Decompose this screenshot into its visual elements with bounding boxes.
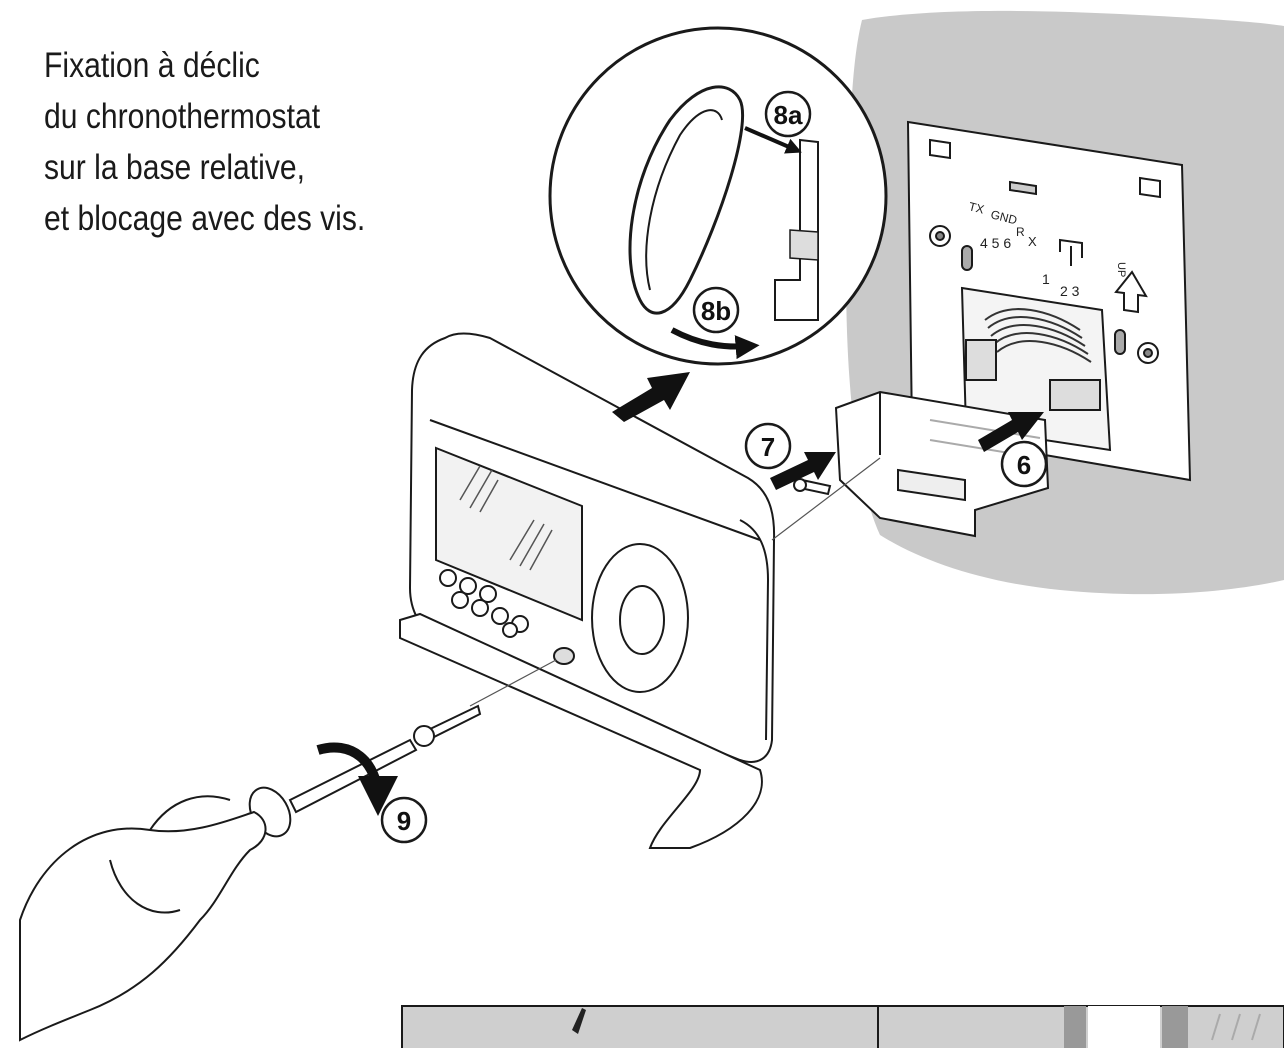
- caption-line-2: du chronothermostat: [44, 97, 321, 136]
- label-x: X: [1028, 234, 1037, 249]
- callout-8b-label: 8b: [701, 296, 731, 326]
- caption-line-4: et blocage avec des vis.: [44, 199, 366, 238]
- callout-8b: 8b: [692, 286, 740, 334]
- mounting-screw: [413, 704, 482, 747]
- instruction-caption: Fixation à déclic du chronothermostat su…: [44, 40, 365, 244]
- callout-8a-label: 8a: [774, 100, 803, 130]
- callout-9: 9: [380, 796, 428, 844]
- label-r: R: [1016, 225, 1025, 239]
- detail-inset: [548, 26, 888, 366]
- plate-terminal-labels: TX GND R X 4 5 6 1 2 3 UP: [967, 199, 1127, 299]
- arrow-step-7: [770, 452, 836, 490]
- wall-base-plate: [906, 120, 1192, 482]
- label-gnd: GND: [989, 207, 1019, 227]
- callout-7-label: 7: [761, 432, 775, 462]
- caption-line-3: sur la base relative,: [44, 148, 305, 187]
- label-nums-left: 4 5 6: [980, 235, 1011, 251]
- callout-6-label: 6: [1017, 450, 1031, 480]
- label-num-1: 1: [1042, 271, 1050, 287]
- connector-module: [834, 390, 1050, 538]
- caption-line-1: Fixation à déclic: [44, 46, 260, 85]
- label-tx: TX: [967, 199, 985, 216]
- hand: [19, 795, 267, 1042]
- small-screw: [793, 478, 832, 496]
- callout-7: 7: [744, 422, 792, 470]
- callout-8a: 8a: [764, 90, 812, 138]
- arrow-step-6: [978, 412, 1044, 452]
- desk-stand: [399, 612, 763, 849]
- label-up: UP: [1115, 262, 1127, 277]
- label-nums-right: 2 3: [1060, 283, 1080, 299]
- bottom-panel-preview: [401, 1005, 1284, 1048]
- callout-9-label: 9: [397, 806, 411, 836]
- arrow-snap-on: [612, 372, 690, 422]
- alignment-lines: [469, 457, 881, 707]
- callout-6: 6: [1000, 440, 1048, 488]
- rotation-arrow: [316, 742, 398, 816]
